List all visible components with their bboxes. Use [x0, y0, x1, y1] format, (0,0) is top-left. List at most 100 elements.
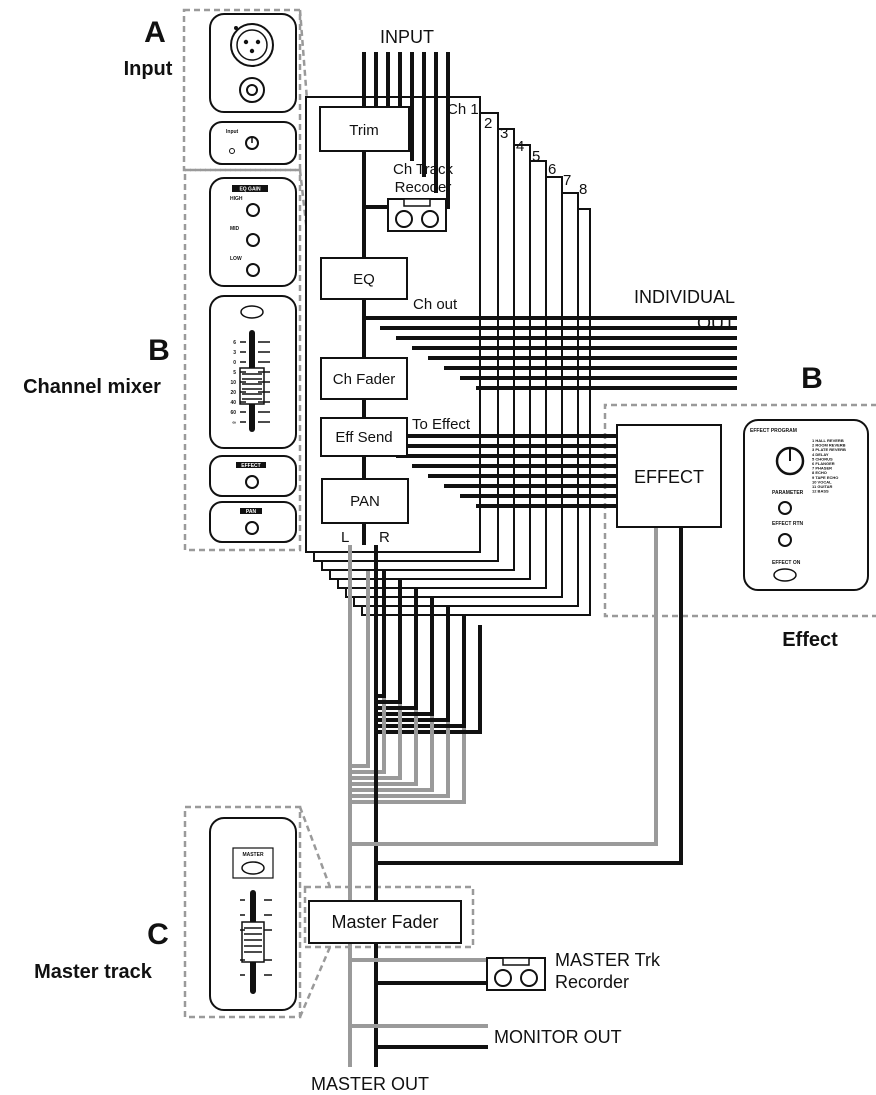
effect-preset-item: 2 ROOM REVERB — [812, 443, 846, 448]
pan-box-label: PAN — [350, 493, 380, 510]
master-out-label: MASTER OUT — [311, 1074, 429, 1094]
ch-track-recorder-label-2: Recoder — [395, 179, 452, 196]
effect-send-lines — [364, 434, 617, 508]
effect-on-label: EFFECT ON — [772, 560, 801, 566]
effect-preset-item: 8 ECHO — [812, 470, 827, 475]
section-c-letter: C — [147, 918, 169, 951]
channel-number-6: 6 — [548, 161, 556, 178]
effect-preset-item: 1 HALL REVERB — [812, 438, 844, 443]
effect-preset-item: 3 PLATE REVERB — [812, 447, 846, 452]
eq-low-knob-icon — [246, 263, 260, 277]
effect-send-knob-label: EFFECT — [241, 463, 260, 469]
pan-knob-label: PAN — [246, 509, 257, 515]
eq-high-knob-icon — [246, 203, 260, 217]
channel-number-3: 3 — [500, 125, 508, 142]
master-trk-label-1: MASTER Trk — [555, 950, 661, 970]
fader-scale-label: 6 — [233, 340, 236, 346]
effect-rtn-label: EFFECT RTN — [772, 521, 803, 527]
master-track-panel: MASTER — [209, 817, 297, 1011]
fader-scale-label: 60 — [230, 410, 236, 416]
ch-track-recorder: Ch Track Recoder — [387, 161, 454, 232]
effect-rtn-knob-icon — [778, 533, 792, 547]
effect-preset-item: 12 BASS — [812, 489, 829, 494]
effect-return-r-line — [376, 527, 683, 865]
channel-number-4: 4 — [516, 138, 524, 155]
eq-box-label: EQ — [353, 271, 375, 288]
eq-panel: EQ GAIN HIGH MID LOW — [209, 177, 297, 287]
section-b-letter: B — [148, 334, 170, 367]
ch-fader-box-label: Ch Fader — [333, 371, 396, 388]
fader-scale-label: 40 — [230, 400, 236, 406]
master-fader-region — [303, 885, 475, 949]
parameter-label: PARAMETER — [772, 490, 804, 496]
effect-program-label: EFFECT PROGRAM — [750, 428, 797, 434]
eq-box: EQ — [320, 257, 408, 300]
master-trk-label-2: Recorder — [555, 972, 629, 992]
master-fader-label: Master Fader — [331, 912, 438, 932]
to-effect-label: To Effect — [412, 416, 471, 433]
effect-box-label: EFFECT — [634, 467, 704, 487]
effect-preset-item: 10 VOCAL — [812, 479, 832, 484]
channel-number-2: 2 — [484, 115, 492, 132]
section-b-title: Channel mixer — [23, 376, 161, 398]
trim-knob-panel: Input — [209, 121, 297, 165]
master-panel-label: MASTER — [242, 852, 264, 858]
pan-r-label: R — [379, 529, 390, 546]
effect-preset-item: 9 TAPE ECHO — [812, 475, 838, 480]
effect-preset-item: 6 FLANGER — [812, 461, 835, 466]
section-c-title: Master track — [34, 961, 153, 983]
parameter-knob-icon — [778, 501, 792, 515]
input-jack-panel — [209, 13, 297, 113]
input-region — [182, 8, 302, 172]
channel-mixer-region — [183, 168, 302, 552]
input-label: INPUT — [380, 27, 434, 47]
effect-send-panel: EFFECT — [209, 455, 297, 497]
eff-send-box-label: Eff Send — [335, 429, 392, 446]
eq-low-label: LOW — [230, 256, 242, 262]
eq-mid-label: MID — [230, 226, 240, 232]
effect-send-knob-icon — [245, 475, 259, 489]
master-button-icon — [241, 861, 265, 875]
effect-preset-item: 4 DELAY — [812, 452, 829, 457]
section-effect-title: Effect — [782, 629, 838, 651]
fader-scale-label: 3 — [233, 350, 236, 356]
channel-number-8: 8 — [579, 181, 587, 198]
effect-unit: EFFECT — [348, 424, 722, 865]
master-trk-recorder: MASTER Trk Recorder — [486, 950, 661, 992]
individual-out-lines — [364, 316, 737, 390]
effect-return-l-line — [348, 527, 658, 846]
section-a-title: Input — [124, 58, 173, 80]
effect-preset-item: 7 PHASER — [812, 466, 832, 471]
trim-box-label: Trim — [349, 122, 378, 139]
individual-out-label-2: OUT — [697, 313, 735, 333]
effect-preset-item: 5 CHORUS — [812, 456, 833, 461]
ch-track-recorder-label-1: Ch Track — [393, 161, 454, 178]
eq-gain-label: EQ GAIN — [239, 187, 261, 193]
section-b2-letter: B — [801, 362, 823, 395]
section-a-letter: A — [144, 16, 166, 49]
fader-scale-label: 0 — [233, 360, 236, 366]
fader-scale-label: 5 — [233, 370, 236, 376]
master-fader-box: Master Fader — [308, 900, 462, 944]
ch-fader-box: Ch Fader — [320, 357, 408, 400]
effect-region — [603, 403, 876, 618]
stereo-bus-lines — [348, 545, 482, 1067]
eq-mid-knob-icon — [246, 233, 260, 247]
channel-number-1: Ch 1 — [447, 101, 479, 118]
effect-on-button-icon — [773, 568, 797, 582]
fader-scale-label: 20 — [230, 390, 236, 396]
trim-box: Trim — [319, 106, 410, 152]
individual-out-label-1: INDIVIDUAL — [634, 287, 735, 307]
pan-knob-icon — [245, 521, 259, 535]
pan-box: PAN — [321, 478, 409, 524]
channel-number-5: 5 — [532, 148, 540, 165]
monitor-out-label: MONITOR OUT — [494, 1027, 622, 1047]
effect-preset-item: 11 GUITAR — [812, 484, 832, 489]
pan-panel: PAN — [209, 501, 297, 543]
eff-send-box: Eff Send — [320, 417, 408, 457]
